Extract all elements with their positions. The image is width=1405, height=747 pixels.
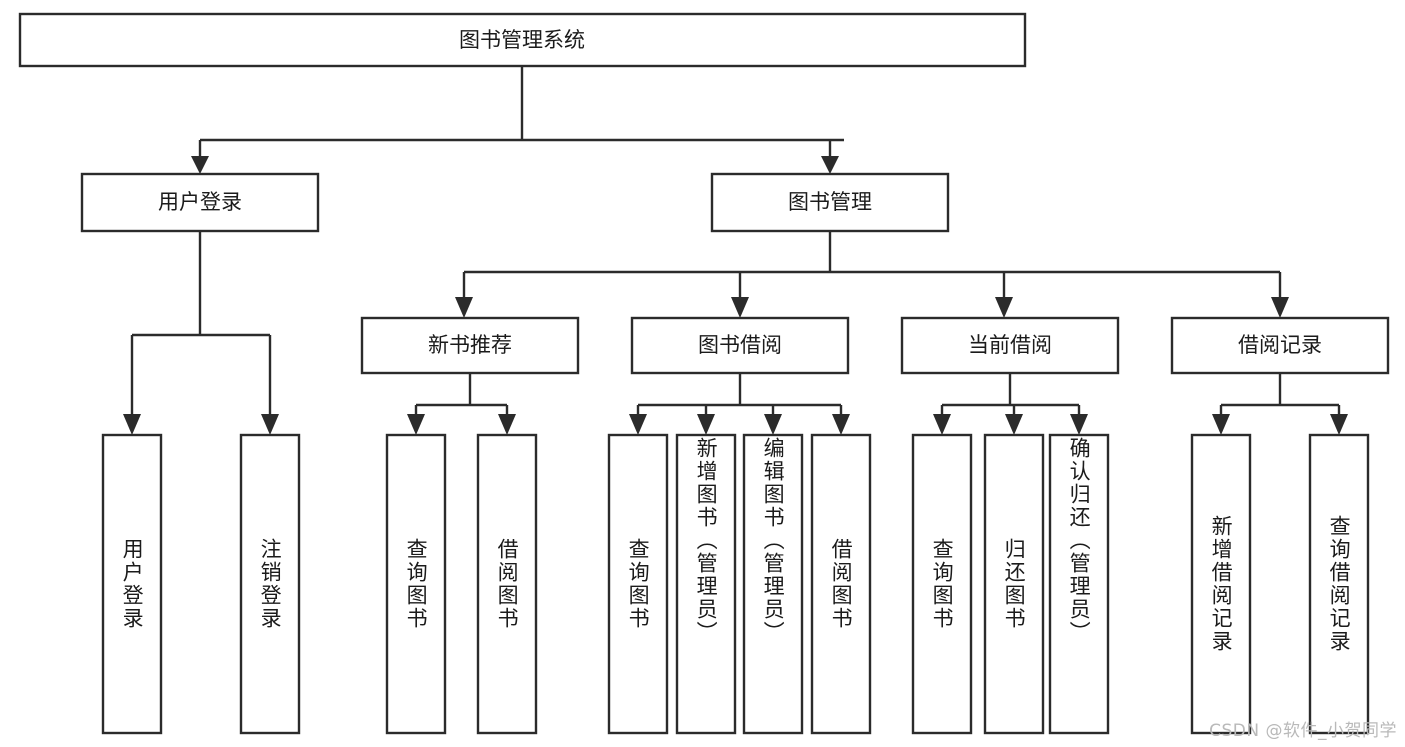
arrow-head-icon	[1212, 414, 1230, 435]
node-label: 用户登录	[158, 190, 242, 214]
node-box-shape	[1170, 316, 1390, 375]
leaf-box-query-book-recommend[interactable]	[385, 433, 447, 735]
arrow-head-icon	[731, 297, 749, 318]
node-label: 当前借阅	[968, 333, 1052, 357]
node-book-borrow[interactable]: 图书借阅	[630, 316, 850, 375]
leaf-box-query-record[interactable]	[1308, 433, 1370, 735]
leaf-box-borrow-book[interactable]	[810, 433, 872, 735]
leaf-box-borrow-book-recommend[interactable]	[476, 433, 538, 735]
node-box-shape	[80, 172, 320, 233]
node-label: 借阅记录	[1238, 333, 1322, 357]
node-box-shape	[18, 12, 1027, 68]
node-box-shape	[630, 316, 850, 375]
node-root-system[interactable]: 图书管理系统	[18, 12, 1027, 68]
arrow-head-icon	[1271, 297, 1289, 318]
leaf-box-user-login[interactable]	[101, 433, 163, 735]
leaf-box-add-book[interactable]	[675, 433, 737, 735]
node-box-shape	[900, 316, 1120, 375]
leaf-box-query-book-current[interactable]	[911, 433, 973, 735]
node-label: 新书推荐	[428, 333, 512, 357]
node-box-shape	[710, 172, 950, 233]
arrow-head-icon	[123, 414, 141, 435]
connector-recommend-to-leaves	[407, 373, 516, 435]
arrow-head-icon	[407, 414, 425, 435]
node-current-borrow[interactable]: 当前借阅	[900, 316, 1120, 375]
arrow-head-icon	[821, 156, 839, 174]
leaf-box-add-record[interactable]	[1190, 433, 1252, 735]
connector-bookmgmt-to-level3	[455, 231, 1289, 318]
arrow-head-icon	[498, 414, 516, 435]
node-label: 图书借阅	[698, 333, 782, 357]
leaf-box-query-book-borrow[interactable]	[607, 433, 669, 735]
connector-record-to-leaves	[1212, 373, 1348, 435]
arrow-head-icon	[995, 297, 1013, 318]
node-borrow-record[interactable]: 借阅记录	[1170, 316, 1390, 375]
connector-userlogin-to-leaves	[123, 231, 279, 435]
arrow-head-icon	[629, 414, 647, 435]
connector-root-to-level2	[191, 66, 844, 174]
node-box-shape	[360, 316, 580, 375]
connector-current-to-leaves	[933, 373, 1088, 435]
arrow-head-icon	[697, 414, 715, 435]
arrow-head-icon	[455, 297, 473, 318]
leaf-box-return-book[interactable]	[983, 433, 1045, 735]
arrow-head-icon	[191, 156, 209, 174]
node-label: 图书管理系统	[459, 28, 585, 52]
watermark-text: CSDN @软件_小贺同学	[1209, 721, 1397, 741]
arrow-head-icon	[1070, 414, 1088, 435]
node-new-book-recommend[interactable]: 新书推荐	[360, 316, 580, 375]
leaf-box-logout[interactable]	[239, 433, 301, 735]
arrow-head-icon	[933, 414, 951, 435]
arrow-head-icon	[764, 414, 782, 435]
leaf-box-confirm-return[interactable]	[1048, 433, 1110, 735]
arrow-head-icon	[1330, 414, 1348, 435]
connector-borrow-to-leaves	[629, 373, 850, 435]
node-book-management[interactable]: 图书管理	[710, 172, 950, 233]
arrow-head-icon	[832, 414, 850, 435]
node-user-login[interactable]: 用户登录	[80, 172, 320, 233]
leaf-boxes-group	[101, 433, 1370, 735]
leaf-box-edit-book[interactable]	[742, 433, 804, 735]
arrow-head-icon	[261, 414, 279, 435]
node-label: 图书管理	[788, 190, 872, 214]
arrow-head-icon	[1005, 414, 1023, 435]
